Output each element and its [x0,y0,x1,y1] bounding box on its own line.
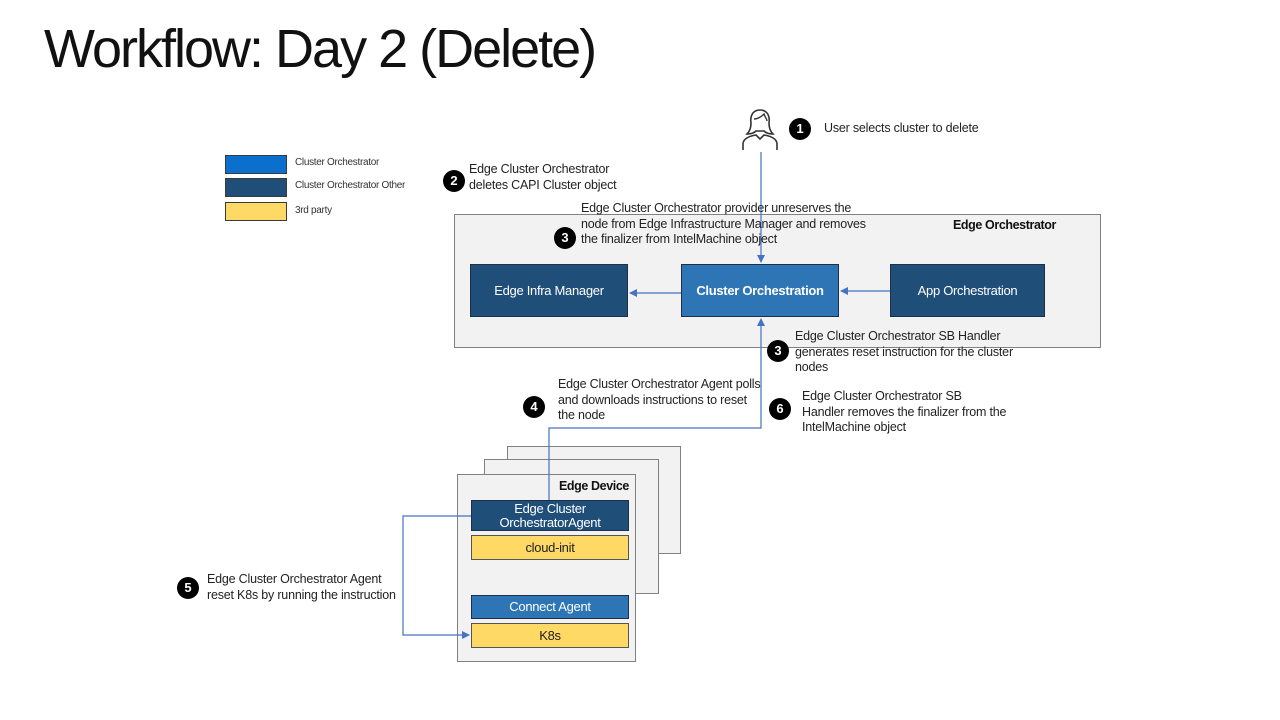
step-note-4: Edge Cluster Orchestrator Agent polls an… [558,377,761,422]
step-note-6: Edge Cluster Orchestrator SB Handler rem… [802,389,1007,434]
cloud-init-box: cloud-init [471,535,629,560]
step-note-3a: Edge Cluster Orchestrator provider unres… [581,201,866,246]
step-badge-4: 4 [523,396,545,418]
co-agent-box: Edge Cluster OrchestratorAgent [471,500,629,531]
legend-swatch-3rd-party [225,202,287,221]
step-badge-5: 5 [177,577,199,599]
step-note-1: User selects cluster to delete [824,121,979,135]
connect-agent-box: Connect Agent [471,595,629,619]
step-badge-3a: 3 [554,227,576,249]
legend-label: 3rd party [295,205,332,216]
edge-device-title: Edge Device [559,479,629,493]
step-note-3b: Edge Cluster Orchestrator SB Handler gen… [795,329,1013,374]
app-orchestration-box: App Orchestration [890,264,1045,317]
step-note-2: Edge Cluster Orchestrator deletes CAPI C… [469,162,617,192]
legend-swatch-cluster-orchestrator [225,155,287,174]
k8s-box: K8s [471,623,629,648]
step-badge-1: 1 [789,118,811,140]
step-badge-6: 6 [769,398,791,420]
arrow-agent-to-cluster [548,318,765,500]
arrow-agent-to-k8s [402,515,471,639]
step-note-5: Edge Cluster Orchestrator Agent reset K8… [207,572,396,602]
cluster-orchestration-box: Cluster Orchestration [681,264,839,317]
legend-label: Cluster Orchestrator [295,157,380,168]
legend-label: Cluster Orchestrator Other [295,180,406,191]
legend-swatch-cluster-orchestrator-other [225,178,287,197]
edge-infra-manager-box: Edge Infra Manager [470,264,628,317]
edge-orchestrator-title: Edge Orchestrator [953,218,1056,232]
step-badge-3b: 3 [767,340,789,362]
page-title: Workflow: Day 2 (Delete) [44,19,597,79]
user-icon [742,109,778,150]
step-badge-2: 2 [443,170,465,192]
